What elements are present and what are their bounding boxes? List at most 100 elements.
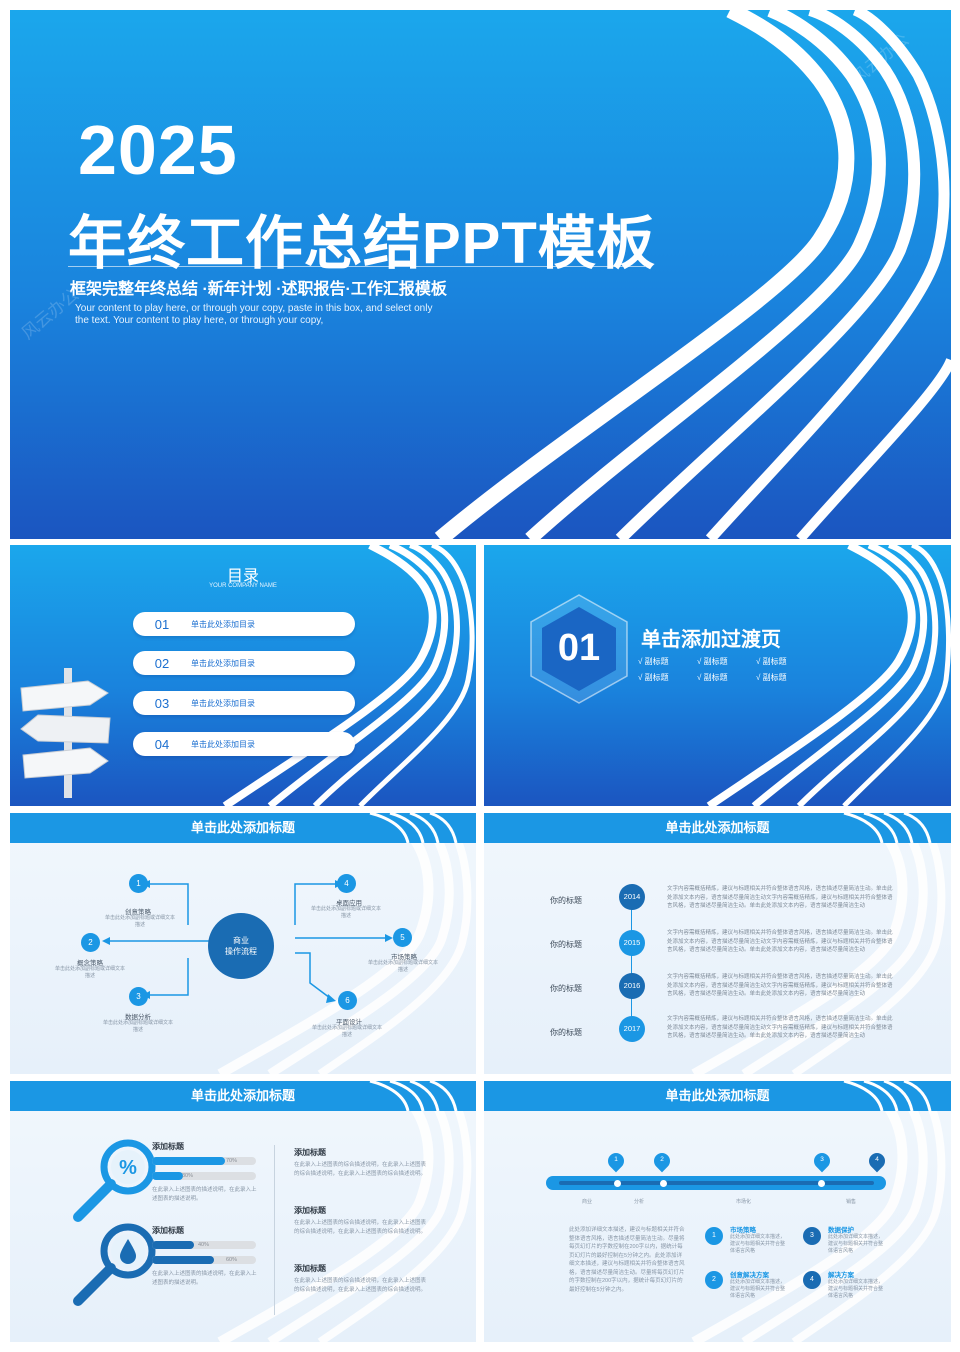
flow-node-desc: 单击此处添加副标题或详细文本描述 [312, 1025, 383, 1038]
center-label: 商业 [233, 936, 249, 945]
road-lines-graphic [369, 1081, 458, 1111]
track-dot [818, 1180, 825, 1187]
roadmap-item-number: 4 [803, 1271, 821, 1289]
roadmap-item-title: 解决方案 [828, 1272, 854, 1279]
roadmap-item-text: 此处添加详细文本描述，建议与标题相关并符合整体语言风格 [828, 1279, 884, 1299]
road-lines-graphic [706, 545, 951, 806]
toc-item[interactable]: 02 单击此处添加目录 [133, 651, 355, 675]
subtitle-item: √ 副标题 [756, 657, 787, 666]
toc-item[interactable]: 01 单击此处添加目录 [133, 612, 355, 636]
roadmap-item-title: 数据保护 [828, 1227, 854, 1234]
summary-heading: 添加标题 [294, 1148, 326, 1157]
cover-description: Your content to play here, or through yo… [75, 303, 495, 327]
roadmap-item-number: 1 [705, 1227, 723, 1245]
timeline-text: 文字内容需概括精炼，建议与标题相关并符合整体语言风格，语言描述尽量简洁生动。单击… [667, 974, 893, 997]
toc-item[interactable]: 03 单击此处添加目录 [133, 691, 355, 715]
divider [274, 1145, 275, 1315]
timeline-label: 你的标题 [550, 984, 582, 993]
flow-node-label: 平面设计 [336, 1019, 362, 1026]
slide-title: 单击此处添加标题 [190, 820, 295, 835]
timeline-label: 你的标题 [550, 896, 582, 905]
timeline-text: 文字内容需概括精炼，建议与标题相关并符合整体语言风格，语言描述尽量简洁生动。单击… [667, 930, 893, 953]
flow-node-desc: 单击此处添加副标题或详细文本描述 [368, 960, 439, 973]
toc-item-number: 04 [154, 736, 170, 752]
toc-slide[interactable]: 目录 YOUR COMPANY NAME 01 单击此处添加目录 02 单击此处… [10, 545, 476, 806]
stat-percent: 70% [226, 1158, 238, 1164]
slide-title: 单击此处添加标题 [665, 820, 770, 835]
flow-node-number: 3 [129, 987, 148, 1006]
toc-item-label: 单击此处添加目录 [191, 739, 255, 749]
road-lines-graphic [843, 813, 932, 843]
roadmap-item-number: 2 [705, 1271, 723, 1289]
center-label: 操作流程 [225, 947, 257, 956]
toc-item-number: 01 [154, 616, 170, 632]
timeline-slide[interactable]: 单击此处添加标题 你的标题 2014 文字内容需概括精炼，建议与标题相关并符合整… [484, 813, 951, 1074]
subtitle-item: √ 副标题 [638, 673, 669, 682]
track-dot [614, 1180, 621, 1187]
year-badge: 2016 [619, 973, 645, 999]
subtitle-item: √ 副标题 [697, 657, 728, 666]
flow-node-number: 2 [81, 933, 100, 952]
toc-item-label: 单击此处添加目录 [191, 698, 255, 708]
road-lines-graphic [369, 813, 458, 843]
stat-bar-fill [152, 1256, 214, 1264]
flow-node-label: 桌面应用 [336, 900, 362, 907]
year-badge: 2014 [619, 884, 645, 910]
cover-desc-line: Your content to play here, or through yo… [75, 303, 433, 314]
flow-slide[interactable]: 单击此处添加标题 商业 操作流程 1 创意策略 单击此处添加副标题或详细文本描述… [10, 813, 476, 1074]
section-number: 01 [557, 627, 601, 669]
road-lines-graphic [434, 10, 951, 539]
summary-text: 在此录入上述图表的综合描述说明，在此录入上述图表的综合描述说明，在此录入上述图表… [294, 1162, 427, 1177]
axis-label: 市场化 [736, 1199, 752, 1205]
toc-item-number: 03 [154, 695, 170, 711]
roadmap-item-title: 创意解决方案 [730, 1272, 769, 1279]
toc-item[interactable]: 04 单击此处添加目录 [133, 732, 355, 756]
hexagon-badge: 01 [529, 593, 629, 705]
summary-text: 在此录入上述图表的综合描述说明，在此录入上述图表的综合描述说明，在此录入上述图表… [294, 1278, 427, 1293]
flow-node-desc: 单击此处添加副标题或详细文本描述 [103, 1020, 174, 1033]
axis-label: 商业 [582, 1199, 593, 1205]
pin-number: 4 [875, 1156, 879, 1163]
cover-divider [68, 266, 645, 267]
cover-subtitle: 框架完整年终总结 ·新年计划 ·述职报告·工作汇报模板 [70, 281, 447, 298]
stat-percent: 40% [198, 1242, 210, 1248]
roadmap-slide[interactable]: 单击此处添加标题 1 2 3 4 商业 分析 市场化 销售 此处添加详细文本描述… [484, 1081, 951, 1342]
transition-slide[interactable]: 01 单击添加过渡页 √ 副标题 √ 副标题 √ 副标题 √ 副标题 √ 副标题… [484, 545, 951, 806]
year-badge: 2015 [619, 930, 645, 956]
toc-item-label: 单击此处添加目录 [191, 658, 255, 668]
stat-bar-fill [152, 1241, 194, 1249]
stat-heading: 添加标题 [152, 1226, 184, 1235]
stats-slide[interactable]: 单击此处添加标题 % 添加标题 70% 30% 在此录入上述图表的描述说明，在此… [10, 1081, 476, 1342]
toc-item-number: 02 [154, 655, 170, 671]
timeline-text: 文字内容需概括精炼，建议与标题相关并符合整体语言风格，语言描述尽量简洁生动。单击… [667, 886, 893, 909]
track-dot [660, 1180, 667, 1187]
summary-heading: 添加标题 [294, 1264, 326, 1273]
stat-bar-track [152, 1241, 256, 1249]
toc-item-label: 单击此处添加目录 [191, 619, 255, 629]
axis-label: 销售 [846, 1199, 857, 1205]
flow-node-desc: 单击此处添加副标题或详细文本描述 [311, 906, 382, 919]
toc-subtitle: YOUR COMPANY NAME [209, 583, 277, 589]
stat-desc: 在此录入上述图表的描述说明，在此录入上述图表的描述说明。 [152, 1271, 257, 1286]
flow-node-number: 4 [337, 874, 356, 893]
stat-percent: 60% [226, 1257, 238, 1263]
flow-center-circle: 商业 操作流程 [208, 913, 274, 979]
pin-number: 3 [820, 1156, 824, 1163]
flow-node-number: 1 [129, 874, 148, 893]
signpost-icon [18, 663, 113, 798]
stat-heading: 添加标题 [152, 1142, 184, 1151]
slide-title: 单击此处添加标题 [665, 1088, 770, 1103]
stat-desc: 在此录入上述图表的描述说明，在此录入上述图表的描述说明。 [152, 1187, 257, 1202]
stat-bar-fill [152, 1172, 183, 1180]
timeline-axis [631, 893, 632, 1033]
flow-node-desc: 单击此处添加副标题或详细文本描述 [105, 915, 176, 928]
year-badge: 2017 [619, 1016, 645, 1042]
roadmap-item-text: 此处添加详细文本描述，建议与标题相关并符合整体语言风格 [730, 1279, 786, 1299]
stat-percent: 30% [182, 1173, 194, 1179]
cover-slide[interactable]: 风云办公 风云办公 2025 年终工作总结PPT模板 框架完整年终总结 ·新年计… [10, 10, 951, 539]
subtitle-item: √ 副标题 [638, 657, 669, 666]
flow-node-label: 市场策略 [391, 954, 417, 961]
road-lines-graphic [691, 1090, 946, 1342]
timeline-text: 文字内容需概括精炼，建议与标题相关并符合整体语言风格，语言描述尽量简洁生动。单击… [667, 1016, 893, 1039]
pin-number: 1 [614, 1156, 618, 1163]
